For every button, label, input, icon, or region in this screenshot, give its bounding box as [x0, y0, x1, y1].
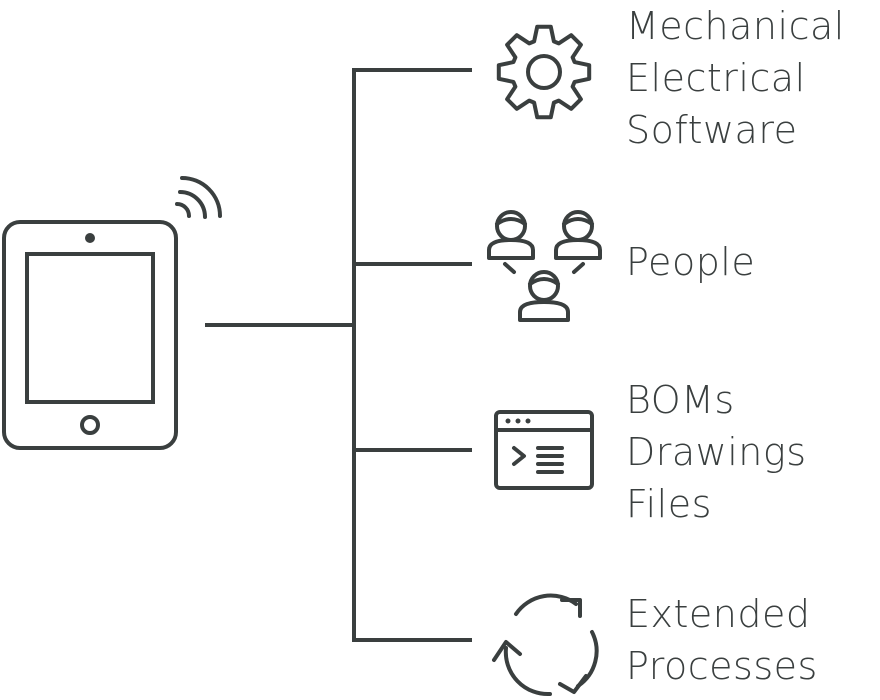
- tablet-home-button: [80, 415, 100, 435]
- label-line: People: [626, 240, 756, 284]
- tablet-camera: [85, 233, 95, 243]
- connector-lines: [205, 68, 472, 642]
- label-line: BOMs: [626, 378, 735, 422]
- label-line: Processes: [626, 644, 818, 688]
- person-left-icon: [487, 210, 535, 260]
- gear-icon: [496, 24, 592, 120]
- label-line: Drawings: [626, 430, 807, 474]
- person-bottom-icon: [518, 270, 570, 322]
- node-label-boms: BOMs Drawings Files: [626, 374, 807, 530]
- tablet-wireless-icon: [2, 176, 222, 450]
- wifi-signal-icon: [175, 176, 222, 219]
- label-line: Extended: [626, 592, 811, 636]
- people-icon: [487, 210, 602, 322]
- label-line: Files: [626, 482, 712, 526]
- cycle-arrows-icon: [492, 593, 599, 697]
- tablet-body: [2, 220, 178, 450]
- label-line: Electrical: [626, 56, 806, 100]
- terminal-window-icon: [494, 410, 594, 490]
- gear-center: [526, 54, 562, 90]
- tablet-screen: [25, 252, 155, 404]
- node-label-people: People: [626, 236, 755, 288]
- node-label-extended: Extended Processes: [626, 588, 818, 692]
- person-right-icon: [554, 210, 602, 260]
- node-label-mechanical: Mechanical Electrical Software: [626, 0, 845, 156]
- label-line: Mechanical: [626, 4, 845, 48]
- label-line: Software: [626, 108, 798, 152]
